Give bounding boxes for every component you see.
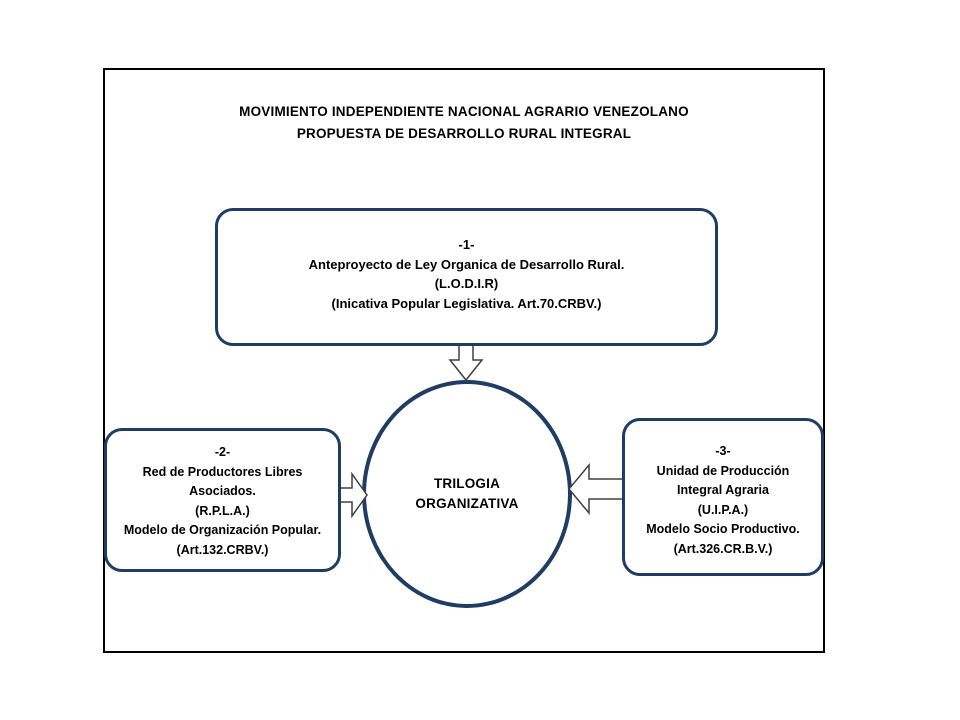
box1-line-title: Anteproyecto de Ley Organica de Desarrol… xyxy=(308,256,625,272)
box2-line-acronym: (R.P.L.A.) xyxy=(195,503,250,518)
circle-line-2: ORGANIZATIVA xyxy=(415,496,519,511)
box3-line-model: Modelo Socio Productivo. xyxy=(646,522,800,536)
box3-line-acronym: (U.I.P.A.) xyxy=(697,502,749,517)
circle-line-1: TRILOGIA xyxy=(433,476,501,491)
box3-line-title-a: Unidad de Producción xyxy=(656,463,790,478)
box3-line-reference: (Art.326.CR.B.V.) xyxy=(673,541,773,556)
title-line-2: PROPUESTA DE DESARROLLO RURAL INTEGRAL xyxy=(296,126,632,141)
node-box-1-lodir: -1- Anteproyecto de Ley Organica de Desa… xyxy=(215,208,718,346)
diagram-title: MOVIMIENTO INDEPENDIENTE NACIONAL AGRARI… xyxy=(103,101,825,145)
box2-line-reference: (Art.132.CRBV.) xyxy=(176,542,269,557)
box2-line-model: Modelo de Organización Popular. xyxy=(123,523,322,537)
node-box-3-uipa: -3- Unidad de Producción Integral Agrari… xyxy=(622,418,824,576)
box1-line-acronym: (L.O.D.I.R) xyxy=(434,276,499,291)
box2-line-title-b: Asociados. xyxy=(189,484,256,498)
box2-line-number: -2- xyxy=(214,445,231,459)
node-trilogia-circle: TRILOGIA ORGANIZATIVA xyxy=(362,380,572,608)
node-box-2-rpla: -2- Red de Productores Libres Asociados.… xyxy=(104,428,341,572)
box1-line-number: -1- xyxy=(458,237,475,252)
title-line-1: MOVIMIENTO INDEPENDIENTE NACIONAL AGRARI… xyxy=(239,104,689,119)
box3-line-number: -3- xyxy=(715,444,731,458)
block-arrow-down-icon xyxy=(448,344,484,382)
box3-line-title-b: Integral Agraria xyxy=(677,483,769,497)
box2-line-title-a: Red de Productores Libres xyxy=(142,464,303,479)
box1-line-reference: (Inicativa Popular Legislativa. Art.70.C… xyxy=(331,295,602,311)
block-arrow-right-icon xyxy=(338,471,368,519)
block-arrow-left-icon xyxy=(568,463,623,515)
